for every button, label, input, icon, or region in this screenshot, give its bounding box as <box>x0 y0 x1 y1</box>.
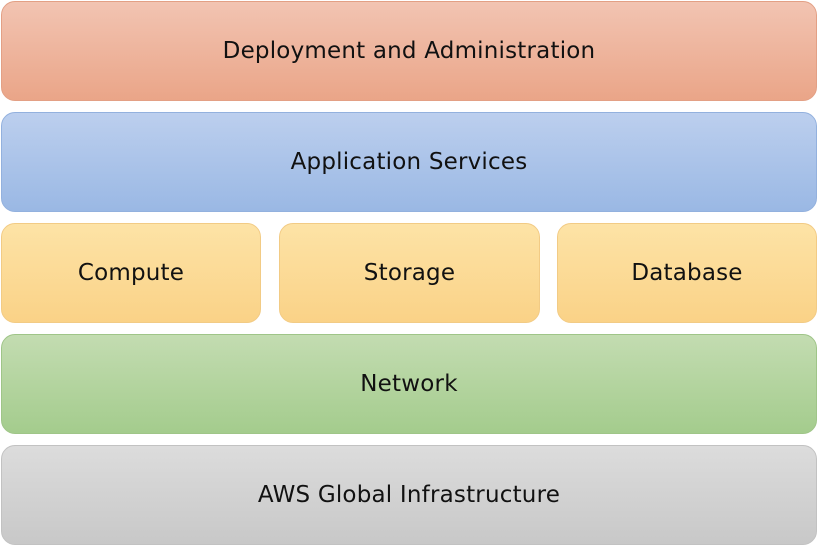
deployment-administration-layer: Deployment and Administration <box>1 1 817 101</box>
storage-block: Storage <box>279 223 540 323</box>
deployment-administration-label: Deployment and Administration <box>222 38 596 64</box>
network-layer: Network <box>1 334 817 434</box>
storage-label: Storage <box>363 260 456 286</box>
application-services-label: Application Services <box>290 149 528 175</box>
global-infrastructure-label: AWS Global Infrastructure <box>257 482 561 508</box>
network-label: Network <box>360 371 458 397</box>
compute-label: Compute <box>77 260 185 286</box>
global-infrastructure-layer: AWS Global Infrastructure <box>1 445 817 545</box>
database-block: Database <box>557 223 817 323</box>
compute-block: Compute <box>1 223 261 323</box>
database-label: Database <box>631 260 743 286</box>
application-services-layer: Application Services <box>1 112 817 212</box>
